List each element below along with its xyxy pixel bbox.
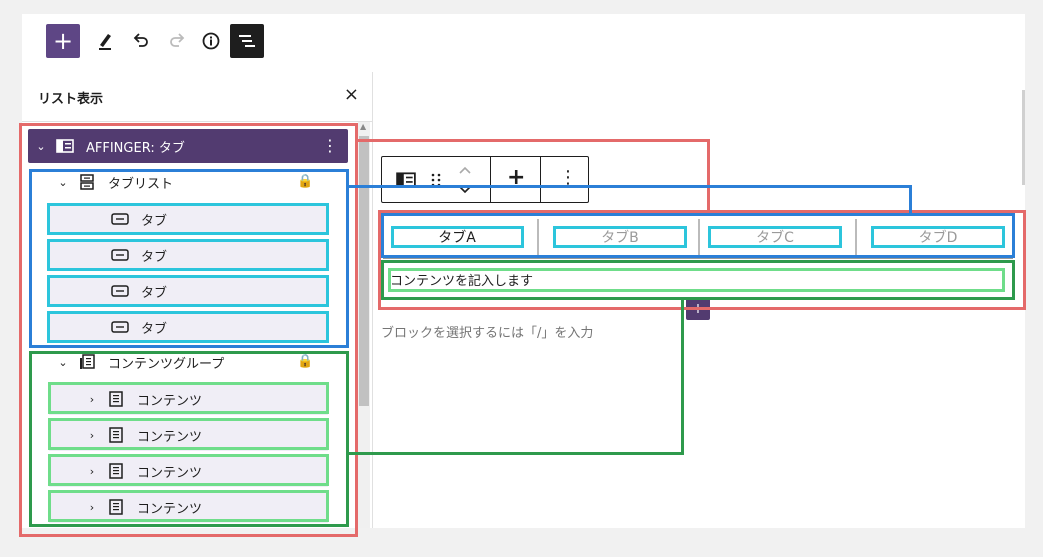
tab-block-icon: [56, 139, 74, 153]
annotation-frame-blue: [29, 169, 349, 348]
annotation-frame-cyan: [47, 311, 329, 343]
annotation-frame-red: [378, 210, 1026, 310]
plus-icon[interactable]: +: [507, 165, 526, 190]
redo-button[interactable]: [160, 24, 194, 58]
content-icon: [109, 499, 123, 515]
list-item-tab[interactable]: タブ: [49, 311, 328, 343]
annotation-frame-lightgreen: [388, 268, 1005, 292]
annotation-frame-cyan: [47, 203, 329, 235]
list-item-affinger-tab[interactable]: ⌄ AFFINGER: タブ ⋮: [28, 129, 348, 163]
list-item-label: AFFINGER: タブ: [86, 140, 185, 156]
more-vertical-icon[interactable]: ⋮: [559, 167, 577, 188]
connector-line-green: [681, 300, 684, 455]
tablist-icon: [80, 174, 94, 190]
content-icon: [109, 427, 123, 443]
list-item-tab[interactable]: タブ: [49, 203, 328, 235]
annotation-frame-lightgreen: [48, 418, 329, 450]
annotation-frame-lightgreen: [48, 382, 329, 414]
canvas-scrollbar[interactable]: [1022, 90, 1025, 185]
lock-icon: 🔒: [297, 174, 314, 189]
connector-line-green: [349, 452, 684, 455]
list-view-button[interactable]: [230, 24, 264, 58]
append-block-hint[interactable]: ブロックを選択するには「/」を入力: [381, 326, 594, 341]
plus-icon: +: [52, 27, 74, 55]
list-item-label: タブ: [141, 249, 168, 265]
undo-icon: [133, 33, 148, 47]
list-item-label: コンテンツグループ: [108, 356, 225, 372]
more-vertical-icon[interactable]: ⋮: [322, 136, 338, 155]
tab-d[interactable]: タブD: [918, 230, 958, 246]
chevron-right-icon[interactable]: ›: [89, 464, 95, 478]
chevron-right-icon[interactable]: ›: [89, 500, 95, 514]
list-item-tablist[interactable]: ⌄ タブリスト: [56, 165, 346, 199]
annotation-frame-blue: [381, 213, 1015, 258]
list-item-label: タブ: [141, 213, 168, 229]
list-item-content[interactable]: › コンテンツ: [49, 419, 328, 451]
undo-button[interactable]: [124, 24, 158, 58]
annotation-frame-cyan: [47, 275, 329, 307]
content-icon: [109, 391, 123, 407]
list-item-label: コンテンツ: [137, 429, 203, 445]
scrollbar[interactable]: ▲: [358, 122, 370, 528]
list-item-tab[interactable]: タブ: [49, 275, 328, 307]
tab-b[interactable]: タブB: [601, 230, 639, 246]
annotation-frame-cyan: [708, 226, 842, 248]
annotation-frame-green: [29, 351, 349, 527]
scroll-thumb[interactable]: [359, 136, 369, 406]
annotation-frame-cyan: [553, 226, 687, 248]
content-input[interactable]: コンテンツを記入します: [390, 274, 534, 289]
tab-item-icon: [111, 249, 129, 261]
annotation-frame-lightgreen: [48, 454, 329, 486]
tools-button[interactable]: [88, 24, 122, 58]
list-item-label: タブ: [141, 321, 168, 337]
list-view-icon: [239, 35, 255, 47]
tab-item-icon: [111, 285, 129, 297]
close-icon[interactable]: ×: [343, 84, 359, 105]
list-item-label: コンテンツ: [137, 465, 203, 481]
tab-underline: [383, 257, 1013, 259]
annotation-frame-green: [381, 260, 1015, 300]
move-up-down-icon[interactable]: [458, 163, 472, 197]
list-item-label: コンテンツ: [137, 501, 203, 517]
annotation-frame-cyan: [871, 226, 1005, 248]
connector-line-red: [358, 139, 710, 142]
connector-line-blue: [909, 185, 912, 213]
list-item-content[interactable]: › コンテンツ: [49, 455, 328, 487]
annotation-frame-cyan: [47, 239, 329, 271]
info-icon: [202, 32, 220, 50]
tab-item-icon: [111, 213, 129, 225]
chevron-down-icon[interactable]: ⌄: [58, 175, 68, 189]
list-item-content[interactable]: › コンテンツ: [49, 491, 328, 523]
tab-item-icon: [111, 321, 129, 333]
pencil-icon: [99, 34, 111, 50]
tab-a[interactable]: タブA: [438, 230, 476, 246]
tab-c[interactable]: タブC: [756, 230, 794, 246]
list-item-label: タブ: [141, 285, 168, 301]
annotation-frame-red: [19, 123, 358, 537]
details-button[interactable]: [194, 24, 228, 58]
block-toolbar: + ⋮: [381, 156, 589, 203]
list-item-label: コンテンツ: [137, 393, 203, 409]
editor-toolbar: +: [22, 14, 1025, 72]
annotation-frame-lightgreen: [48, 490, 329, 522]
list-item-label: タブリスト: [108, 176, 174, 192]
list-item-tab[interactable]: タブ: [49, 239, 328, 271]
connector-line-blue: [349, 185, 912, 188]
lock-icon: 🔒: [297, 354, 314, 369]
content-icon: [109, 463, 123, 479]
chevron-down-icon[interactable]: ⌄: [36, 139, 46, 153]
redo-icon: [170, 33, 185, 47]
chevron-right-icon[interactable]: ›: [89, 392, 95, 406]
list-item-content-group[interactable]: ⌄ コンテンツグループ: [56, 345, 346, 379]
content-group-icon: [80, 354, 95, 369]
scroll-up-icon[interactable]: ▲: [360, 122, 367, 131]
list-view-header: リスト表示 ×: [22, 72, 373, 122]
annotation-frame-cyan: [391, 226, 524, 248]
list-item-content[interactable]: › コンテンツ: [49, 383, 328, 415]
chevron-down-icon[interactable]: ⌄: [58, 355, 68, 369]
chevron-right-icon[interactable]: ›: [89, 428, 95, 442]
connector-line-red: [707, 139, 710, 211]
add-block-button[interactable]: +: [46, 24, 80, 58]
list-view-title: リスト表示: [38, 92, 104, 107]
